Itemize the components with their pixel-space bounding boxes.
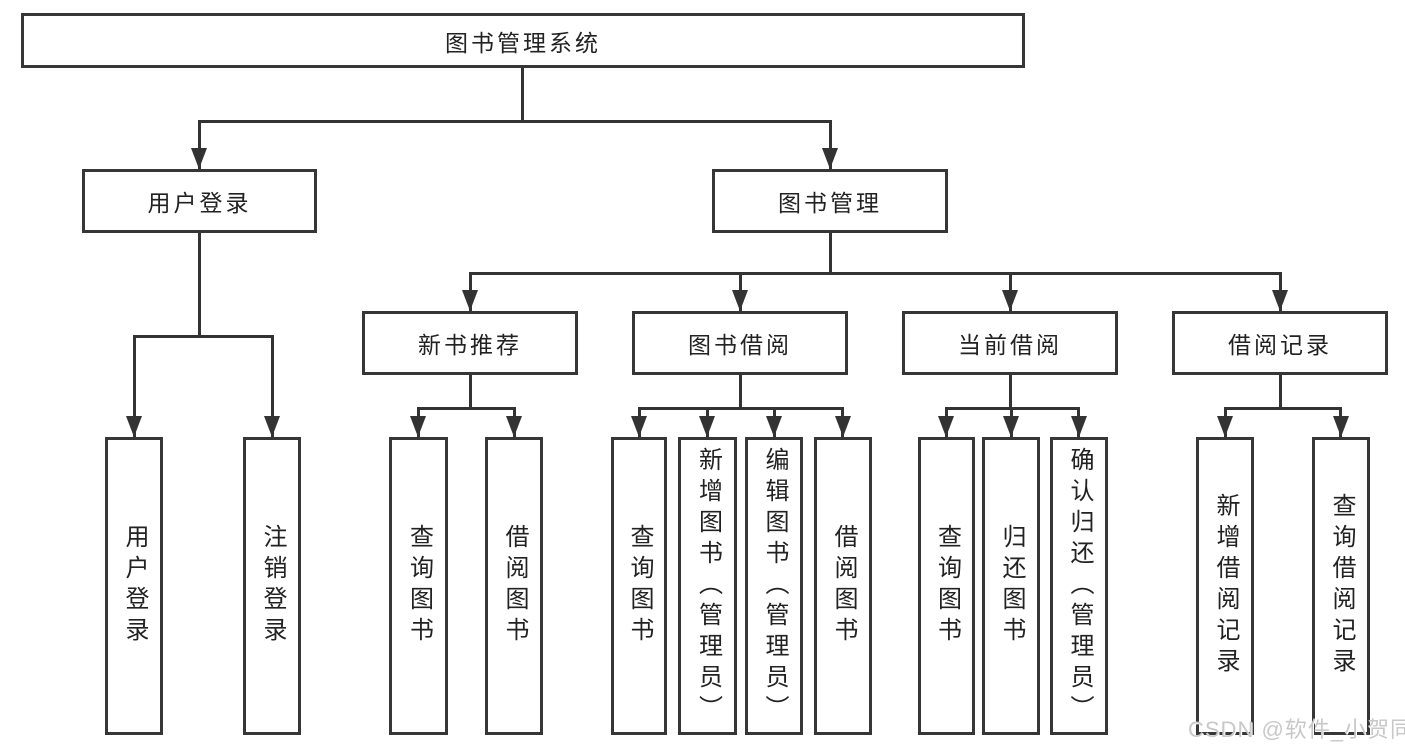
leaf-query-book-1-label: 查询图书 bbox=[405, 524, 433, 648]
node-new-book: 新书推荐 bbox=[362, 311, 578, 375]
leaf-query-borrow-record-label: 查询借阅记录 bbox=[1328, 493, 1355, 679]
arrowhead-icon bbox=[766, 416, 782, 437]
arrowhead-icon bbox=[631, 416, 647, 437]
leaf-add-borrow-record: 新增借阅记录 bbox=[1196, 437, 1254, 735]
node-book-mgmt: 图书管理 bbox=[712, 169, 948, 233]
connector-root-stem bbox=[521, 68, 524, 120]
leaf-edit-book: 编辑图书（管理员） bbox=[745, 437, 803, 735]
connector-drop-leaf bbox=[133, 335, 136, 437]
node-current-borrow-label: 当前借阅 bbox=[958, 332, 1062, 358]
leaf-borrow-book-1-label: 借阅图书 bbox=[501, 524, 528, 648]
node-root: 图书管理系统 bbox=[21, 13, 1025, 68]
connector-level1-rail bbox=[198, 120, 832, 123]
connector-user-login-stem bbox=[198, 233, 201, 335]
node-borrow-record-label: 借阅记录 bbox=[1228, 332, 1332, 358]
csdn-watermark: CSDN @软件_小贺同学 bbox=[1188, 717, 1405, 742]
node-book-borrow-label: 图书借阅 bbox=[688, 332, 792, 358]
arrowhead-icon bbox=[835, 416, 851, 437]
arrowhead-icon bbox=[191, 148, 207, 169]
leaf-borrow-book-1: 借阅图书 bbox=[485, 437, 543, 735]
leaf-query-book-2: 查询图书 bbox=[611, 437, 667, 735]
leaf-borrow-book-2: 借阅图书 bbox=[814, 437, 872, 735]
leaf-edit-book-label: 编辑图书（管理员） bbox=[761, 446, 788, 726]
leaf-query-book-3: 查询图书 bbox=[918, 437, 975, 735]
connector-current-borrow-stem bbox=[1009, 375, 1012, 407]
arrowhead-icon bbox=[732, 290, 748, 311]
leaf-query-borrow-record: 查询借阅记录 bbox=[1312, 437, 1370, 735]
leaf-add-book-label: 新增图书（管理员） bbox=[694, 446, 722, 726]
connector-book-borrow-rail bbox=[638, 407, 844, 410]
leaf-query-book-3-label: 查询图书 bbox=[933, 524, 961, 648]
arrowhead-icon bbox=[506, 416, 522, 437]
arrowhead-icon bbox=[1003, 416, 1019, 437]
leaf-query-book-1: 查询图书 bbox=[389, 437, 448, 735]
arrowhead-icon bbox=[264, 416, 280, 437]
connector-user-login-rail bbox=[133, 335, 273, 338]
node-book-mgmt-label: 图书管理 bbox=[778, 190, 882, 216]
node-book-borrow: 图书借阅 bbox=[632, 311, 848, 375]
arrowhead-icon bbox=[1002, 290, 1018, 311]
arrowhead-icon bbox=[462, 290, 478, 311]
leaf-return-book-label: 归还图书 bbox=[998, 524, 1025, 648]
leaf-add-book: 新增图书（管理员） bbox=[678, 437, 737, 735]
connector-drop-leaf bbox=[271, 335, 274, 437]
leaf-logout: 注销登录 bbox=[243, 437, 301, 735]
connector-new-book-stem bbox=[469, 375, 472, 407]
node-user-login: 用户登录 bbox=[82, 169, 317, 233]
leaf-user-login: 用户登录 bbox=[105, 437, 163, 735]
node-root-label: 图书管理系统 bbox=[445, 29, 601, 56]
arrowhead-icon bbox=[410, 416, 426, 437]
arrowhead-icon bbox=[822, 148, 838, 169]
arrowhead-icon bbox=[1272, 290, 1288, 311]
arrowhead-icon bbox=[938, 416, 954, 437]
arrowhead-icon bbox=[699, 416, 715, 437]
connector-book-mgmt-stem bbox=[829, 233, 832, 272]
arrowhead-icon bbox=[126, 416, 142, 437]
leaf-borrow-book-2-label: 借阅图书 bbox=[830, 524, 857, 648]
leaf-add-borrow-record-label: 新增借阅记录 bbox=[1212, 493, 1239, 679]
leaf-return-book: 归还图书 bbox=[982, 437, 1040, 735]
leaf-confirm-return-label: 确认归还（管理员） bbox=[1066, 446, 1093, 726]
connector-level2-rail bbox=[469, 272, 1282, 275]
node-new-book-label: 新书推荐 bbox=[418, 332, 522, 358]
leaf-query-book-2-label: 查询图书 bbox=[626, 524, 653, 648]
node-borrow-record: 借阅记录 bbox=[1172, 311, 1388, 375]
arrowhead-icon bbox=[1071, 416, 1087, 437]
connector-borrow-record-rail bbox=[1224, 407, 1342, 410]
arrowhead-icon bbox=[1333, 416, 1349, 437]
arrowhead-icon bbox=[1217, 416, 1233, 437]
leaf-user-login-label: 用户登录 bbox=[121, 524, 148, 648]
connector-new-book-rail bbox=[417, 407, 515, 410]
node-user-login-label: 用户登录 bbox=[147, 190, 252, 216]
connector-drop-user-login bbox=[198, 120, 201, 169]
connector-drop-book-mgmt bbox=[829, 120, 832, 169]
connector-book-borrow-stem bbox=[739, 375, 742, 407]
leaf-logout-label: 注销登录 bbox=[259, 524, 286, 648]
leaf-confirm-return: 确认归还（管理员） bbox=[1050, 437, 1108, 735]
connector-borrow-record-stem bbox=[1279, 375, 1282, 407]
node-current-borrow: 当前借阅 bbox=[902, 311, 1118, 375]
